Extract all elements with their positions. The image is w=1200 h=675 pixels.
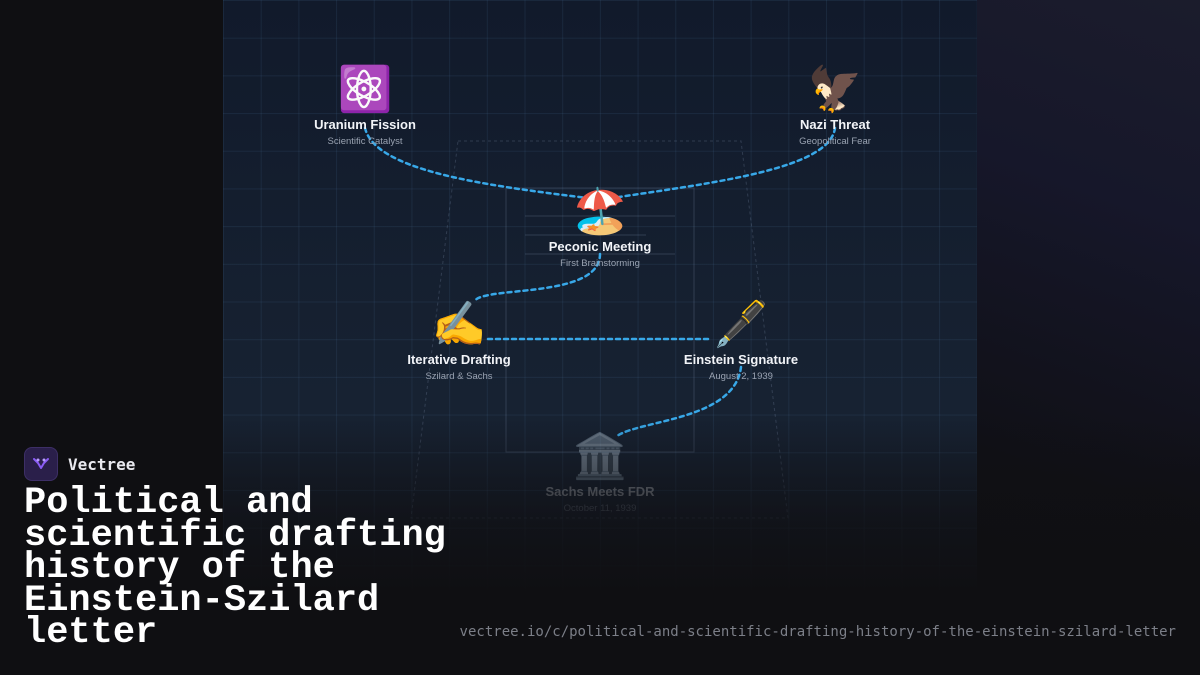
page-url[interactable]: vectree.io/c/political-and-scientific-dr… (459, 624, 1176, 640)
node-title: Uranium Fission (314, 117, 416, 132)
node-sachs-meets-fdr[interactable]: 🏛️ Sachs Meets FDR October 11, 1939 (500, 431, 700, 515)
beach-icon: 🏖️ (572, 186, 628, 237)
writing-hand-icon: ✍️ (431, 299, 487, 350)
node-title: Iterative Drafting (407, 352, 511, 367)
node-title: Peconic Meeting (548, 239, 652, 254)
brand-name: Vectree (68, 454, 136, 474)
node-title: Nazi Threat (799, 117, 871, 132)
node-title: Einstein Signature (683, 352, 799, 367)
atom-icon: ⚛️ (337, 64, 393, 115)
node-peconic-meeting[interactable]: 🏖️ Peconic Meeting First Brainstorming (500, 186, 700, 270)
node-uranium-fission[interactable]: ⚛️ Uranium Fission Scientific Catalyst (265, 64, 465, 148)
brand[interactable]: Vectree (24, 447, 135, 481)
node-einstein-signature[interactable]: 🖋️ Einstein Signature August 2, 1939 (641, 299, 841, 383)
node-subtitle: Scientific Catalyst (327, 136, 403, 147)
node-subtitle: October 11, 1939 (563, 503, 637, 514)
page-title: Political and scientific drafting histor… (24, 482, 446, 654)
node-subtitle: August 2, 1939 (709, 371, 773, 382)
node-title: Sachs Meets FDR (545, 484, 655, 499)
fountain-pen-icon: 🖋️ (713, 299, 769, 350)
node-subtitle: Szilard & Sachs (425, 371, 493, 382)
node-subtitle: Geopolitical Fear (799, 136, 871, 147)
vectree-logo-icon (24, 447, 58, 481)
node-iterative-drafting[interactable]: ✍️ Iterative Drafting Szilard & Sachs (359, 299, 559, 383)
classical-building-icon: 🏛️ (572, 431, 628, 482)
eagle-icon: 🦅 (807, 64, 863, 115)
node-nazi-threat[interactable]: 🦅 Nazi Threat Geopolitical Fear (735, 64, 935, 148)
node-subtitle: First Brainstorming (560, 258, 640, 269)
